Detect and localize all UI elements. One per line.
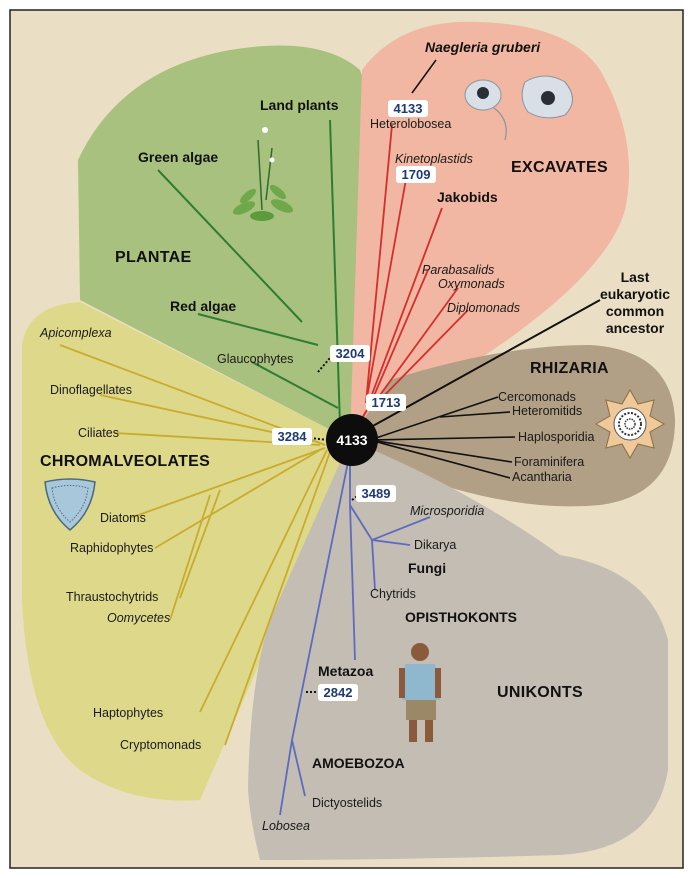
chromalveolates-region (22, 302, 350, 801)
count-badge-chromalveolates-bg (272, 428, 312, 445)
count-badge-amoebozoa-bg (318, 684, 358, 701)
plantae-branches (157, 119, 341, 426)
count-badge-excavates-base: 1713 (372, 395, 401, 410)
group-label-excavates: EXCAVATES (511, 159, 608, 176)
diatom-icon (44, 478, 96, 531)
taxon-jakobids: Jakobids (437, 189, 498, 205)
plantae-region (78, 45, 370, 440)
taxon-glaucophytes: Glaucophytes (217, 352, 293, 366)
count-badge-plantae: 3204 (336, 346, 366, 361)
taxon-microsporidia: Microsporidia (410, 504, 484, 518)
count-badge-opisthokonts: 3489 (362, 486, 391, 501)
group-label-amoebozoa: AMOEBOZOA (312, 755, 405, 771)
taxon-haptophytes: Haptophytes (93, 706, 163, 720)
group-label-rhizaria: RHIZARIA (530, 360, 609, 377)
taxon-green-algae: Green algae (138, 149, 218, 165)
count-badge-excavates-base-bg (366, 394, 406, 411)
taxon-dikarya: Dikarya (414, 538, 456, 552)
taxon-parabasalids: Parabasalids (422, 263, 494, 277)
taxon-cercomonads: Cercomonads (498, 390, 576, 404)
rhizaria-branches (369, 396, 516, 479)
taxon-diatoms: Diatoms (100, 511, 146, 525)
lca-label-line3: common (606, 303, 664, 319)
root-node-count: 4133 (336, 432, 367, 448)
count-badge-amoebozoa: 2842 (324, 685, 353, 700)
count-badge-chromalveolates: 3284 (278, 429, 308, 444)
taxon-land-plants: Land plants (260, 97, 339, 113)
taxon-red-algae: Red algae (170, 298, 236, 314)
naegleria-pointer (411, 59, 437, 94)
taxon-naegleria: Naegleria gruberi (425, 39, 541, 55)
taxon-chytrids: Chytrids (370, 587, 416, 601)
taxon-dictyostelids: Dictyostelids (312, 796, 382, 810)
taxon-cryptomonads: Cryptomonads (120, 738, 201, 752)
taxon-lobosea: Lobosea (262, 819, 310, 833)
arabidopsis-plant-icon (232, 127, 294, 221)
count-badge-plantae-bg (330, 345, 370, 362)
group-label-unikonts: UNIKONTS (497, 684, 583, 701)
taxon-apicomplexa: Apicomplexa (39, 326, 112, 340)
unikonts-region (248, 440, 668, 860)
lca-label-line2: eukaryotic (600, 286, 670, 302)
count-badge-kinetoplastids: 1709 (402, 167, 431, 182)
root-node (326, 414, 378, 466)
group-label-plantae: PLANTAE (115, 249, 191, 266)
radiolarian-icon (594, 388, 666, 460)
naegleria-cell-icon (464, 75, 573, 141)
taxon-thraustochytrids: Thraustochytrids (66, 590, 158, 604)
excavates-branches (365, 124, 469, 408)
rhizaria-region (350, 345, 675, 507)
taxon-foraminifera: Foraminifera (514, 455, 584, 469)
taxon-heteromitids: Heteromitids (512, 404, 582, 418)
taxon-dinoflagellates: Dinoflagellates (50, 383, 132, 397)
taxon-ciliates: Ciliates (78, 426, 119, 440)
taxon-raphidophytes: Raphidophytes (70, 541, 153, 555)
taxon-kinetoplastids: Kinetoplastids (395, 152, 473, 166)
unikonts-branches (279, 461, 431, 816)
count-badge-kinetoplastids-bg (396, 166, 436, 183)
count-badge-heterolobosea-bg (388, 100, 428, 117)
group-label-fungi: Fungi (408, 560, 446, 576)
taxon-metazoa: Metazoa (318, 663, 373, 679)
taxon-oomycetes: Oomycetes (107, 611, 170, 625)
excavates-region (350, 21, 630, 440)
count-badge-heterolobosea: 4133 (394, 101, 423, 116)
count-badge-opisthokonts-bg (356, 485, 396, 502)
group-label-opisthokonts: OPISTHOKONTS (405, 609, 517, 625)
taxon-oxymonads: Oxymonads (438, 277, 505, 291)
lca-label-line4: ancestor (606, 320, 665, 336)
taxon-diplomonads: Diplomonads (447, 301, 520, 315)
taxon-haplosporidia: Haplosporidia (518, 430, 594, 444)
taxon-heterolobosea: Heterolobosea (370, 117, 451, 131)
taxon-acantharia: Acantharia (512, 470, 572, 484)
group-label-chromalveolates: CHROMALVEOLATES (40, 453, 210, 470)
human-figure-icon (399, 643, 441, 742)
lca-label-line1: Last (621, 269, 650, 285)
